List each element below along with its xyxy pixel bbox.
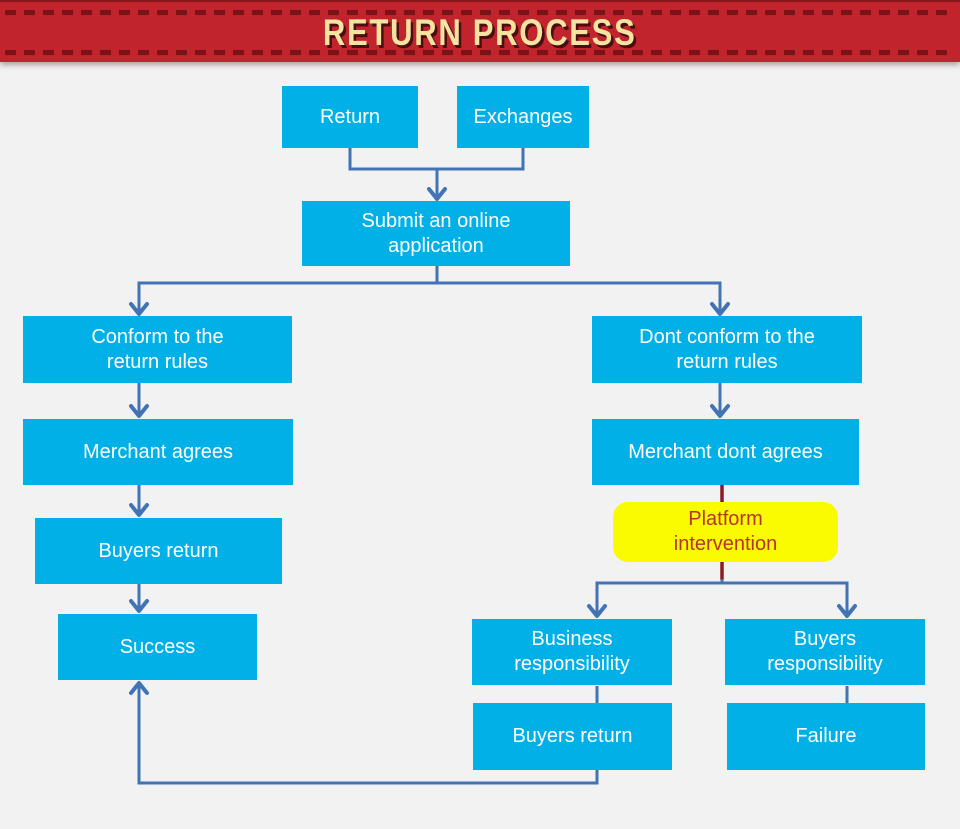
node-buyers-return-right-label: Buyers return xyxy=(512,725,633,747)
node-merchant-agrees: Merchant agrees xyxy=(23,419,293,485)
node-buyers-return-left-label: Buyers return xyxy=(98,539,219,562)
node-failure: Failure xyxy=(727,703,925,770)
node-return-label: Return xyxy=(319,105,381,128)
node-failure-label: Failure xyxy=(795,725,857,747)
node-conform-rules-label: Conform to the return rules xyxy=(91,325,224,373)
banner-stitch-top xyxy=(5,10,955,15)
node-submit-application-label: Submit an online application xyxy=(361,209,511,257)
node-exchanges-label: Exchanges xyxy=(473,105,573,128)
banner-stitch-bottom xyxy=(5,50,955,55)
node-buyers-responsibility-label: Buyers responsibility xyxy=(767,628,883,675)
node-success-label: Success xyxy=(119,635,196,658)
title-banner: RETURN PROCESS xyxy=(0,0,960,62)
node-conform-rules: Conform to the return rules xyxy=(23,316,292,383)
node-merchant-dont-agrees: Merchant dont agrees xyxy=(592,419,859,485)
node-dont-conform-rules-label: Dont conform to the return rules xyxy=(639,325,815,373)
node-success: Success xyxy=(58,614,257,680)
node-return: Return xyxy=(282,86,418,148)
node-buyers-return-right: Buyers return xyxy=(473,703,672,770)
node-buyers-responsibility: Buyers responsibility xyxy=(725,619,925,685)
node-merchant-dont-agrees-label: Merchant dont agrees xyxy=(628,440,823,463)
node-dont-conform-rules: Dont conform to the return rules xyxy=(592,316,862,383)
node-business-responsibility: Business responsibility xyxy=(472,619,672,685)
node-business-responsibility-label: Business responsibility xyxy=(514,628,630,675)
node-submit-application: Submit an online application xyxy=(302,201,570,266)
node-merchant-agrees-label: Merchant agrees xyxy=(82,440,234,463)
page-title: RETURN PROCESS xyxy=(323,11,637,53)
node-exchanges: Exchanges xyxy=(457,86,589,148)
node-platform-intervention: Platform intervention xyxy=(613,502,838,562)
node-platform-intervention-label: Platform intervention xyxy=(673,508,778,555)
node-buyers-return-left: Buyers return xyxy=(35,518,282,584)
